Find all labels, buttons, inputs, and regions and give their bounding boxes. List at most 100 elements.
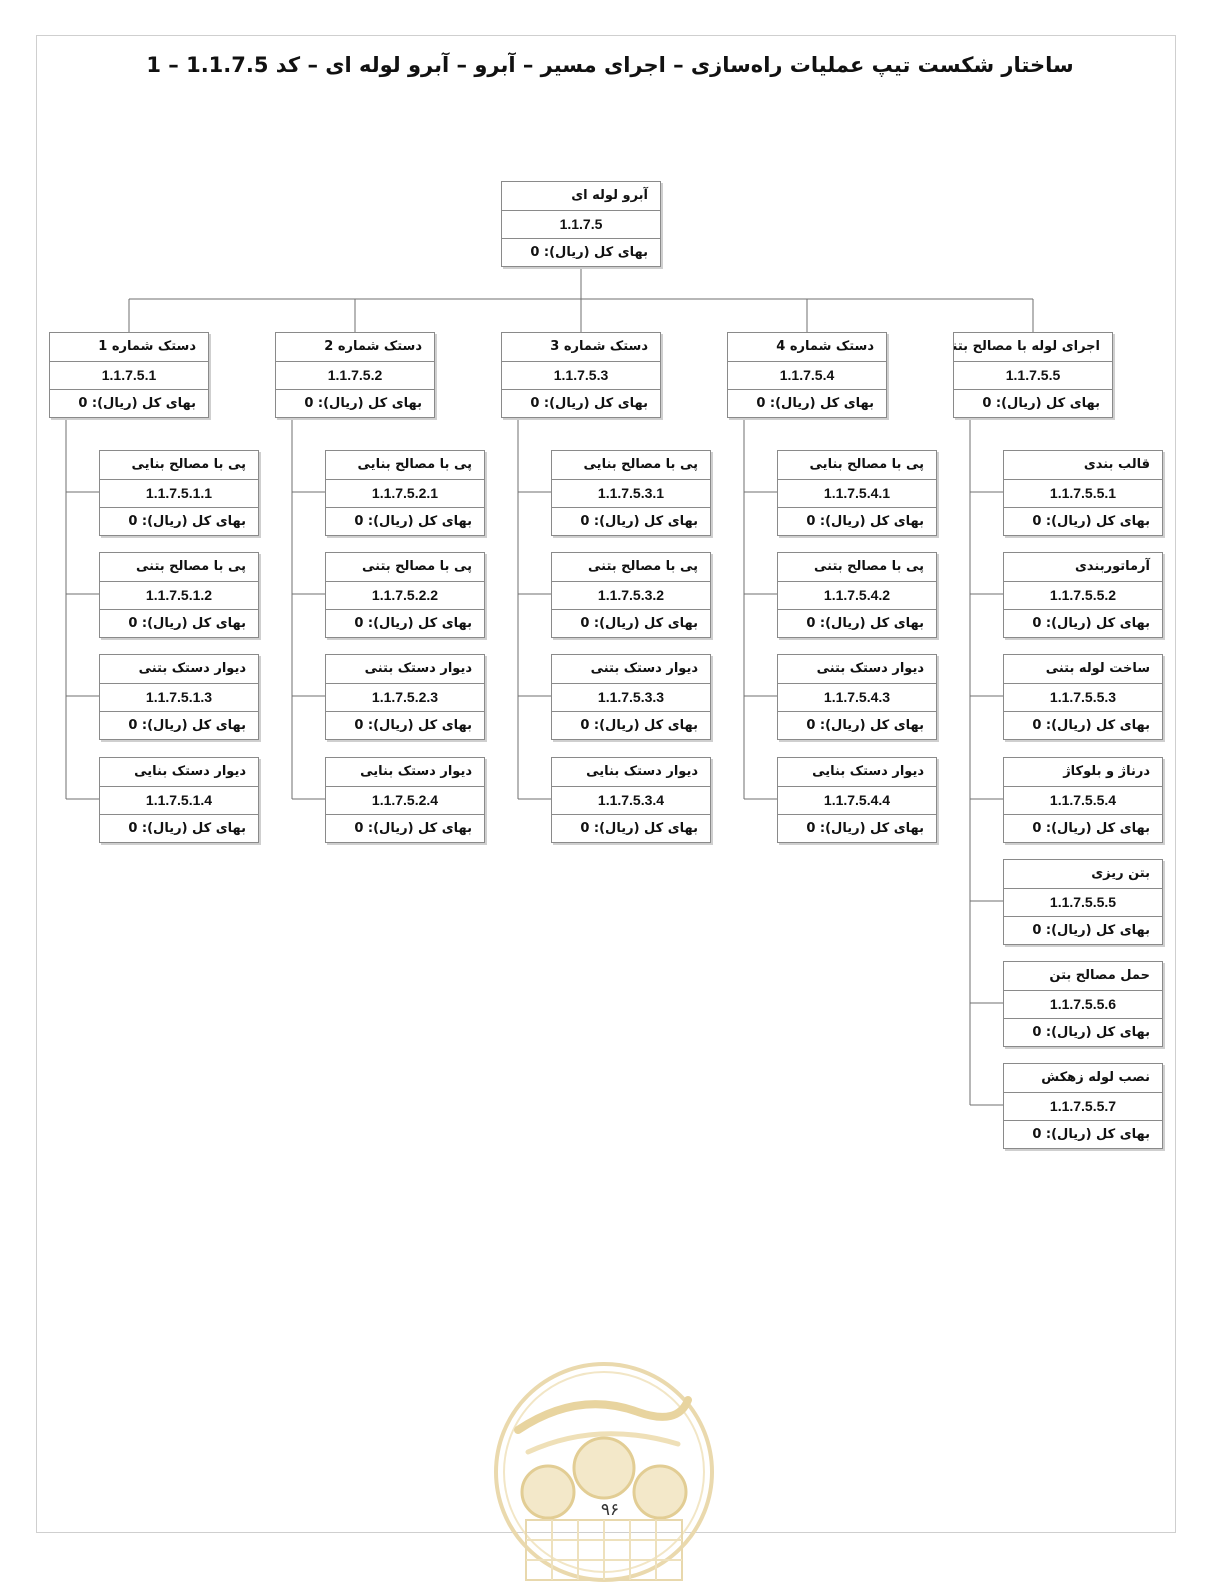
node-name: دیوار دستک بتنی [816, 661, 924, 676]
node-price: بهای کل (ریال): 0 [552, 814, 710, 842]
node-name: آبرو لوله ای [571, 188, 648, 203]
node-code: 1.1.7.5.3.4 [552, 786, 710, 814]
node-code: 1.1.7.5.2 [276, 361, 434, 389]
node-price: بهای کل (ریال): 0 [1004, 1018, 1162, 1046]
node-name: بتن ریزی [1091, 866, 1150, 881]
node-name: دیوار دستک بنایی [360, 764, 472, 779]
node-name: دیوار دستک بنایی [134, 764, 246, 779]
node-name: دیوار دستک بتنی [590, 661, 698, 676]
node-code: 1.1.7.5.5 [954, 361, 1112, 389]
node-name: حمل مصالح بتن [1049, 968, 1150, 983]
node-name: پی با مصالح بتنی [361, 559, 472, 574]
node-code: 1.1.7.5.4.3 [778, 683, 936, 711]
node-name: دیوار دستک بنایی [812, 764, 924, 779]
node-name: پی با مصالح بنایی [583, 457, 698, 472]
page-title: ساختار شکست تیپ عملیات راه‌سازی – اجرای … [146, 53, 1074, 77]
node-price: بهای کل (ریال): 0 [778, 609, 936, 637]
node-code: 1.1.7.5.2.2 [326, 581, 484, 609]
node-name: دستک شماره 4 [776, 339, 874, 354]
node-code: 1.1.7.5.2.1 [326, 479, 484, 507]
node-price: بهای کل (ریال): 0 [326, 814, 484, 842]
node-name: دستک شماره 1 [98, 339, 196, 354]
node-name: دیوار دستک بنایی [586, 764, 698, 779]
node-price: بهای کل (ریال): 0 [326, 609, 484, 637]
node-price: بهای کل (ریال): 0 [50, 389, 208, 417]
node-price: بهای کل (ریال): 0 [778, 711, 936, 739]
node-code: 1.1.7.5.3.2 [552, 581, 710, 609]
node-name: قالب بندی [1083, 457, 1150, 472]
root-node: آبرو لوله ای 1.1.7.5 بهای کل (ریال): 0 [501, 181, 661, 267]
node-code: 1.1.7.5.5.6 [1004, 990, 1162, 1018]
node-name: دستک شماره 2 [324, 339, 422, 354]
node-price: بهای کل (ریال): 0 [1004, 507, 1162, 535]
node-price: بهای کل (ریال): 0 [326, 507, 484, 535]
node-price: بهای کل (ریال): 0 [1004, 711, 1162, 739]
node-price: بهای کل (ریال): 0 [326, 711, 484, 739]
node-code: 1.1.7.5.5.5 [1004, 888, 1162, 916]
node-code: 1.1.7.5.3 [502, 361, 660, 389]
node-price: بهای کل (ریال): 0 [100, 609, 258, 637]
node-name: ساخت لوله بتنی [1045, 661, 1150, 676]
node-name: پی با مصالح بنایی [809, 457, 924, 472]
node-name: پی با مصالح بتنی [587, 559, 698, 574]
node-code: 1.1.7.5.1.3 [100, 683, 258, 711]
node-code: 1.1.7.5.5.7 [1004, 1092, 1162, 1120]
node-code: 1.1.7.5 [502, 210, 660, 238]
node-code: 1.1.7.5.5.3 [1004, 683, 1162, 711]
node-price: بهای کل (ریال): 0 [778, 814, 936, 842]
node-name: پی با مصالح بتنی [135, 559, 246, 574]
node-name: دیوار دستک بتنی [138, 661, 246, 676]
node-price: بهای کل (ریال): 0 [552, 711, 710, 739]
node-price: بهای کل (ریال): 0 [552, 507, 710, 535]
node-name: پی با مصالح بتنی [813, 559, 924, 574]
node-price: بهای کل (ریال): 0 [1004, 1120, 1162, 1148]
node-code: 1.1.7.5.4.4 [778, 786, 936, 814]
page-number: ۹۶ [600, 1500, 620, 1520]
node-code: 1.1.7.5.1.1 [100, 479, 258, 507]
node-code: 1.1.7.5.2.4 [326, 786, 484, 814]
node-code: 1.1.7.5.1.2 [100, 581, 258, 609]
node-code: 1.1.7.5.1.4 [100, 786, 258, 814]
node-price: بهای کل (ریال): 0 [100, 711, 258, 739]
node-code: 1.1.7.5.3.3 [552, 683, 710, 711]
node-name: آرماتوربندی [1075, 559, 1150, 574]
node-code: 1.1.7.5.2.3 [326, 683, 484, 711]
node-price: بهای کل (ریال): 0 [276, 389, 434, 417]
organization-seal [494, 1362, 714, 1582]
page-frame [36, 35, 1176, 1533]
node-name: اجرای لوله با مصالح بتنی [954, 339, 1100, 354]
node-name: دستک شماره 3 [550, 339, 648, 354]
node-name: دیوار دستک بتنی [364, 661, 472, 676]
node-code: 1.1.7.5.5.4 [1004, 786, 1162, 814]
node-name: نصب لوله زهکش [1041, 1070, 1150, 1085]
node-name: پی با مصالح بنایی [357, 457, 472, 472]
node-price: بهای کل (ریال): 0 [502, 238, 660, 266]
node-code: 1.1.7.5.1 [50, 361, 208, 389]
